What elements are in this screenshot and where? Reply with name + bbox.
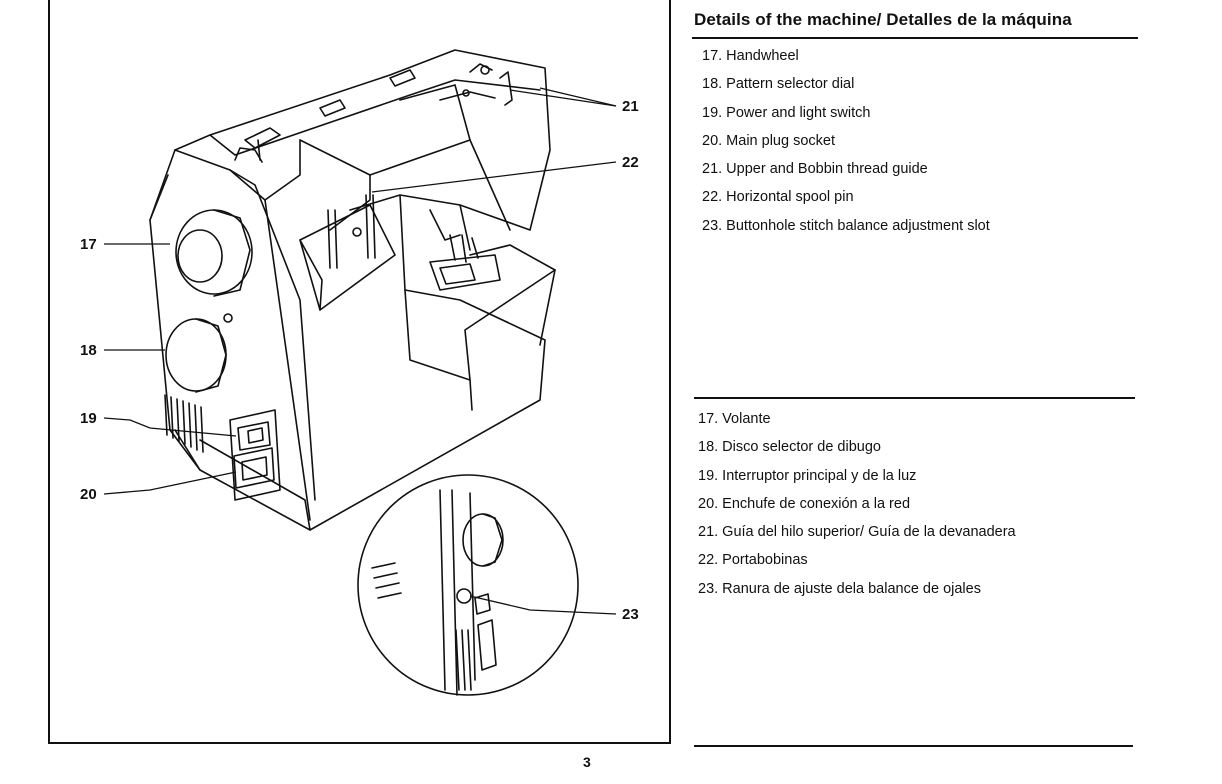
part-en-21: 21. Upper and Bobbin thread guide: [702, 161, 928, 178]
part-en-17: 17. Handwheel: [702, 48, 799, 64]
part-es-22: 22. Portabobinas: [698, 552, 808, 569]
section-divider: [694, 397, 1135, 399]
part-es-23: 23. Ranura de ajuste dela balance de oja…: [698, 580, 981, 597]
callout-23: 23: [622, 606, 639, 623]
part-en-20: 20. Main plug socket: [702, 132, 835, 149]
sewing-machine-illustration: 17 18 19 20 21 22 23: [80, 49, 639, 696]
part-en-19: 19. Power and light switch: [702, 104, 871, 121]
part-en-23: 23. Buttonhole stitch balance adjustment…: [702, 217, 990, 234]
part-en-22: 22. Horizontal spool pin: [702, 189, 854, 206]
callout-22: 22: [622, 154, 639, 171]
callout-21: 21: [622, 98, 639, 115]
callout-17: 17: [80, 236, 97, 253]
callout-18: 18: [80, 342, 97, 359]
part-es-19: 19. Interruptor principal y de la luz: [698, 467, 917, 484]
page-number: 3: [583, 754, 591, 770]
title-rule: [692, 37, 1138, 39]
part-en-18: 18. Pattern selector dial: [702, 76, 855, 93]
callout-19: 19: [80, 410, 97, 427]
part-es-20: 20. Enchufe de conexión a la red: [698, 495, 911, 512]
part-es-18: 18. Disco selector de dibugo: [698, 439, 881, 456]
part-es-21: 21. Guía del hilo superior/ Guía de la d…: [698, 524, 1016, 541]
section-title: Details of the machine/ Detalles de la m…: [694, 10, 1072, 29]
part-es-17: 17. Volante: [698, 411, 771, 427]
parts-list-spanish: 17. Volante 18. Disco selector de dibugo…: [698, 405, 1016, 603]
parts-list-english: 17. Handwheel 18. Pattern selector dial …: [702, 42, 990, 240]
callout-20: 20: [80, 486, 97, 503]
bottom-rule: [694, 745, 1133, 747]
figure-frame: [48, 0, 671, 744]
